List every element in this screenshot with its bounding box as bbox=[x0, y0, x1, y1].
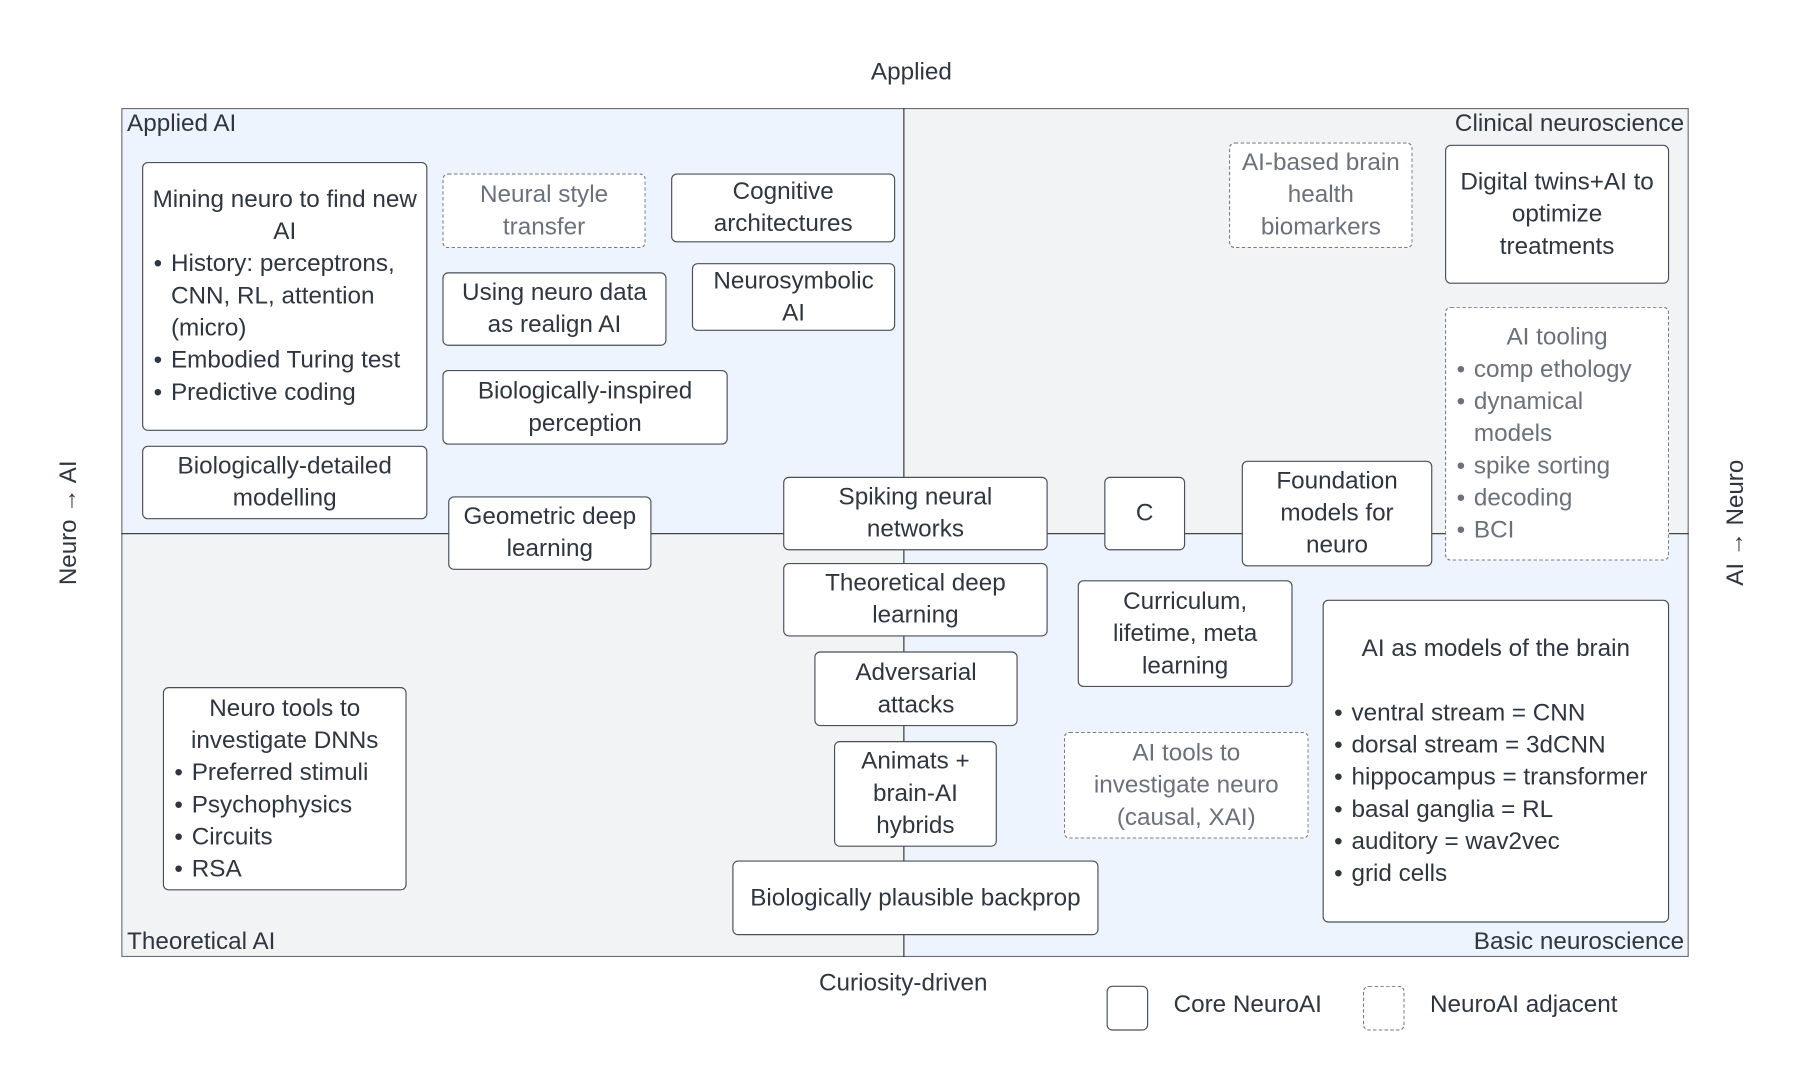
box-title: Neural style transfer bbox=[479, 180, 609, 240]
box-title: Mining neuro to find new AI bbox=[152, 186, 417, 245]
axis-label-right: AI → Neuro bbox=[1722, 459, 1749, 586]
box-title: Neurosymbolic AI bbox=[713, 267, 874, 326]
box-bio-detailed-modelling: Biologically-detailed modelling bbox=[142, 445, 428, 520]
box-title: Biologically-detailed modelling bbox=[177, 452, 392, 512]
box-title: AI tooling bbox=[1506, 323, 1608, 350]
bullet-list: History: perceptrons, CNN, RL, attention… bbox=[150, 248, 419, 409]
box-theoretical-deep-learning: Theoretical deep learning bbox=[783, 562, 1048, 637]
box-title: AI as models of the brain bbox=[1361, 634, 1631, 662]
box-ai-tooling: AI tooling comp ethologydynamical modelss… bbox=[1445, 306, 1670, 561]
bullet-item: BCI bbox=[1453, 514, 1661, 546]
box-title: Adversarial attacks bbox=[855, 658, 977, 718]
box-title: Curriculum, lifetime, meta learning bbox=[1113, 587, 1258, 679]
box-spiking-neural-networks: Spiking neural networks bbox=[783, 476, 1048, 551]
quadrant-label-theoretical-ai: Theoretical AI bbox=[127, 928, 276, 955]
box-brain-health-biomarkers: AI-based brain health biomarkers bbox=[1229, 142, 1413, 249]
bullet-item: spike sorting bbox=[1453, 450, 1661, 482]
bullet-list: comp ethologydynamical modelsspike sorti… bbox=[1453, 353, 1661, 546]
box-bio-inspired-perception: Biologically-inspired perception bbox=[442, 369, 728, 445]
box-c: C bbox=[1104, 476, 1186, 551]
bullet-item: Predictive coding bbox=[150, 377, 419, 409]
box-title: Theoretical deep learning bbox=[825, 569, 1006, 629]
legend-core-swatch bbox=[1106, 985, 1149, 1031]
box-title: Foundation models for neuro bbox=[1276, 467, 1398, 559]
box-title: Geometric deep learning bbox=[463, 503, 637, 562]
axis-label-left: Neuro → AI bbox=[55, 460, 83, 586]
bullet-item: dorsal stream = 3dCNN bbox=[1331, 729, 1661, 761]
bullet-item: ventral stream = CNN bbox=[1331, 697, 1661, 729]
box-animats: Animats + brain-AI hybrids bbox=[833, 741, 997, 847]
box-title: Cognitive architectures bbox=[713, 178, 853, 237]
box-foundation-models: Foundation models for neuro bbox=[1241, 460, 1433, 567]
bullet-list: ventral stream = CNNdorsal stream = 3dCN… bbox=[1331, 697, 1661, 890]
box-geometric-deep-learning: Geometric deep learning bbox=[448, 496, 652, 570]
quadrant-label-basic-neuroscience: Basic neuroscience bbox=[1473, 928, 1685, 955]
box-mining-neuro: Mining neuro to find new AIHistory: perc… bbox=[142, 161, 428, 431]
box-digital-twins: Digital twins+AI to optimize treatments bbox=[1445, 144, 1670, 284]
bullet-item: RSA bbox=[171, 853, 399, 885]
axis-label-bottom: Curiosity-driven bbox=[819, 969, 988, 997]
box-title: C bbox=[1135, 499, 1154, 527]
bullet-item: comp ethology bbox=[1453, 353, 1661, 385]
bullet-item: History: perceptrons, CNN, RL, attention… bbox=[150, 248, 419, 345]
box-title: Spiking neural networks bbox=[838, 483, 993, 543]
bullet-item: Psychophysics bbox=[171, 789, 399, 821]
quadrant-label-clinical-neuroscience: Clinical neuroscience bbox=[1454, 110, 1685, 137]
legend-adjacent-swatch bbox=[1363, 985, 1405, 1031]
legend-adjacent-label: NeuroAI adjacent bbox=[1430, 991, 1618, 1018]
bullet-item: dynamical models bbox=[1453, 385, 1661, 449]
box-neural-style-transfer: Neural style transfer bbox=[442, 173, 646, 249]
bullet-item: hippocampus = transformer bbox=[1331, 761, 1661, 793]
bullet-item: grid cells bbox=[1331, 858, 1661, 890]
box-adversarial-attacks: Adversarial attacks bbox=[814, 651, 1018, 727]
box-title: Digital twins+AI to optimize treatments bbox=[1460, 168, 1654, 260]
box-title: AI-based brain health biomarkers bbox=[1241, 149, 1400, 241]
box-bio-plausible-backprop: Biologically plausible backprop bbox=[732, 860, 1099, 936]
box-title: Biologically plausible backprop bbox=[750, 884, 1081, 911]
bullet-item: Preferred stimuli bbox=[171, 757, 399, 789]
box-curriculum-learning: Curriculum, lifetime, meta learning bbox=[1077, 580, 1293, 688]
box-title: Biologically-inspired perception bbox=[477, 377, 693, 437]
box-neuro-tools-dnns: Neuro tools to investigate DNNsPreferred… bbox=[162, 687, 407, 891]
bullet-item: auditory = wav2vec bbox=[1331, 825, 1661, 857]
box-neurosymbolic-ai: Neurosymbolic AI bbox=[691, 263, 896, 331]
legend-core-label: Core NeuroAI bbox=[1173, 991, 1322, 1018]
bullet-list: Preferred stimuliPsychophysicsCircuitsRS… bbox=[171, 757, 399, 886]
diagram-frame bbox=[121, 107, 1689, 958]
box-using-neuro-data: Using neuro data as realign AI bbox=[442, 272, 667, 346]
box-cognitive-architectures: Cognitive architectures bbox=[671, 173, 896, 243]
bullet-item: basal ganglia = RL bbox=[1331, 793, 1661, 825]
box-title: AI tools to investigate neuro (causal, X… bbox=[1093, 739, 1279, 831]
box-ai-models-of-brain: AI as models of the brain ventral stream … bbox=[1322, 599, 1670, 923]
bullet-item: Embodied Turing test bbox=[150, 345, 419, 377]
bullet-item: decoding bbox=[1453, 482, 1661, 514]
quadrant-label-applied-ai: Applied AI bbox=[127, 110, 237, 137]
axis-label-top: Applied bbox=[870, 58, 952, 86]
bullet-item: Circuits bbox=[171, 821, 399, 853]
box-title: Neuro tools to investigate DNNs bbox=[191, 694, 379, 754]
box-title: Using neuro data as realign AI bbox=[462, 279, 647, 338]
box-ai-tools-investigate-neuro: AI tools to investigate neuro (causal, X… bbox=[1063, 731, 1309, 839]
box-title: Animats + brain-AI hybrids bbox=[861, 747, 970, 839]
